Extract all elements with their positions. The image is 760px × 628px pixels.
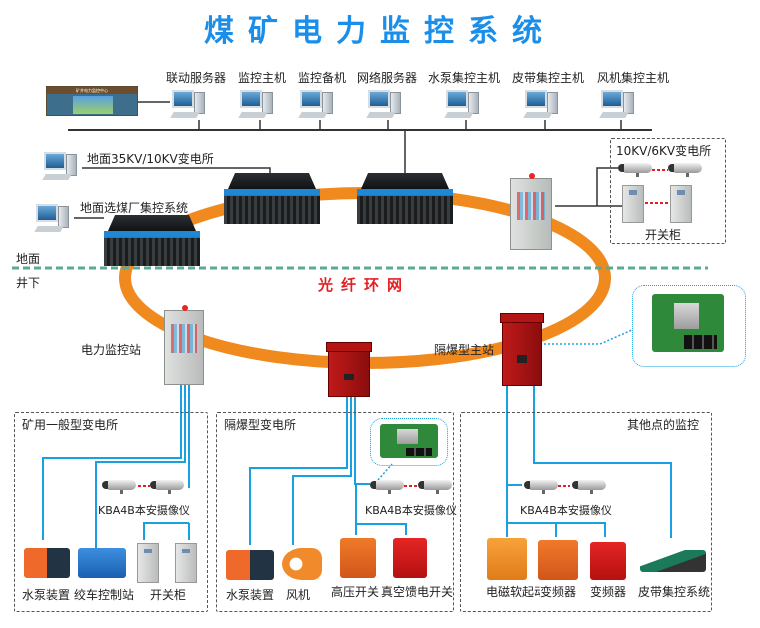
switch-cabinet-icon — [175, 543, 197, 583]
box-general-substation-title: 矿用一般型变电所 — [22, 418, 119, 432]
host-drops — [138, 101, 622, 174]
water-pump-icon — [24, 548, 70, 578]
device-label: 皮带集控系统 — [638, 585, 711, 599]
computer-icon — [298, 90, 336, 120]
underground-cables — [42, 385, 672, 548]
device-label: 变频器 — [540, 583, 577, 600]
explosion-proof-substation-unit — [326, 342, 372, 397]
switch-cabinet-icon — [670, 185, 692, 223]
master-board-image — [652, 294, 724, 352]
box3-camera-label: KBA4B本安摄像仪 — [520, 504, 612, 517]
camera-icon — [418, 480, 452, 494]
device-label: 真空馈电开关 — [381, 585, 454, 599]
surface-control-cabinet — [510, 173, 552, 250]
host-label-monitor-main: 监控主机 — [238, 71, 287, 85]
diagram-title: 煤矿电力监控系统 — [204, 14, 556, 49]
video-wall-header: 矿井电力监控中心 — [76, 88, 108, 93]
host-label-pump-host: 水泵集控主机 — [428, 71, 501, 85]
computer-icon — [238, 90, 276, 120]
ring-switch-1 — [104, 215, 200, 267]
substation-10kv-title: 10KV/6KV变电所 — [616, 144, 712, 158]
frequency-converter-icon — [538, 540, 578, 580]
camera-icon — [668, 163, 702, 177]
high-voltage-switch-icon — [340, 538, 376, 578]
device-label: 水泵装置 — [22, 588, 71, 602]
host-label-belt-host: 皮带集控主机 — [512, 71, 585, 85]
fan-icon — [282, 548, 322, 580]
computer-icon — [42, 152, 80, 182]
host-label-monitor-backup: 监控备机 — [298, 71, 347, 85]
switch-cabinet-icon — [137, 543, 159, 583]
power-station-label: 电力监控站 — [81, 343, 142, 357]
ring-switch-2 — [224, 173, 320, 225]
camera-icon — [618, 163, 652, 177]
device-label: 变频器 — [590, 585, 627, 599]
camera-board-callout — [370, 418, 448, 466]
video-wall: 矿井电力监控中心 — [46, 86, 138, 116]
zone-label-underground: 井下 — [16, 276, 41, 290]
computer-icon — [523, 90, 561, 120]
box-explosion-substation — [216, 412, 454, 612]
computer-icon — [34, 204, 72, 234]
box1-camera-label: KBA4B本安摄像仪 — [98, 504, 190, 517]
box-other-points-title: 其他点的监控 — [627, 418, 700, 432]
computer-icon — [444, 90, 482, 120]
winch-icon — [78, 548, 126, 578]
water-pump-icon — [226, 550, 274, 580]
host-label-fan-host: 风机集控主机 — [597, 71, 670, 85]
host-label-linkage-server: 联动服务器 — [166, 71, 227, 85]
substation-10kv-cabinet-label: 开关柜 — [645, 228, 682, 242]
belt-conveyor-icon — [640, 550, 706, 572]
explosion-proof-master-station — [500, 313, 544, 386]
master-board-callout — [632, 285, 746, 367]
camera-board-image — [380, 424, 438, 458]
fiber-ring-label: 光纤环网 — [318, 276, 411, 294]
computer-icon — [599, 90, 637, 120]
master-station-label: 隔爆型主站 — [434, 343, 495, 357]
zone-label-surface: 地面 — [16, 252, 41, 266]
station-label-coal-plant: 地面选煤厂集控系统 — [80, 201, 189, 215]
camera-icon — [150, 480, 184, 494]
ring-switch-3 — [357, 173, 453, 225]
box-other-points — [460, 412, 712, 612]
computer-icon — [366, 90, 404, 120]
camera-icon — [572, 480, 606, 494]
vacuum-feeder-switch-icon — [393, 538, 427, 578]
camera-icon — [370, 480, 404, 494]
switch-cabinet-icon — [622, 185, 644, 223]
station-label-35kv: 地面35KV/10KV变电所 — [87, 152, 214, 166]
camera-icon — [102, 480, 136, 494]
device-label: 水泵装置 — [226, 588, 275, 602]
host-label-network-server: 网络服务器 — [357, 71, 418, 85]
substation-10kv-box — [610, 138, 726, 244]
computer-icon — [170, 90, 208, 120]
device-label: 开关柜 — [150, 588, 187, 602]
device-label: 风机 — [286, 588, 311, 602]
box-explosion-substation-title: 隔爆型变电所 — [224, 418, 297, 432]
frequency-converter-icon — [590, 542, 626, 580]
power-monitoring-station — [164, 305, 204, 385]
device-label: 绞车控制站 — [74, 588, 135, 602]
soft-starter-icon — [487, 538, 527, 580]
box-general-substation — [14, 412, 208, 612]
box2-camera-label: KBA4B本安摄像仪 — [365, 504, 457, 517]
video-wall-main-screen — [73, 96, 113, 114]
device-label: 高压开关 — [331, 585, 380, 599]
camera-icon — [524, 480, 558, 494]
